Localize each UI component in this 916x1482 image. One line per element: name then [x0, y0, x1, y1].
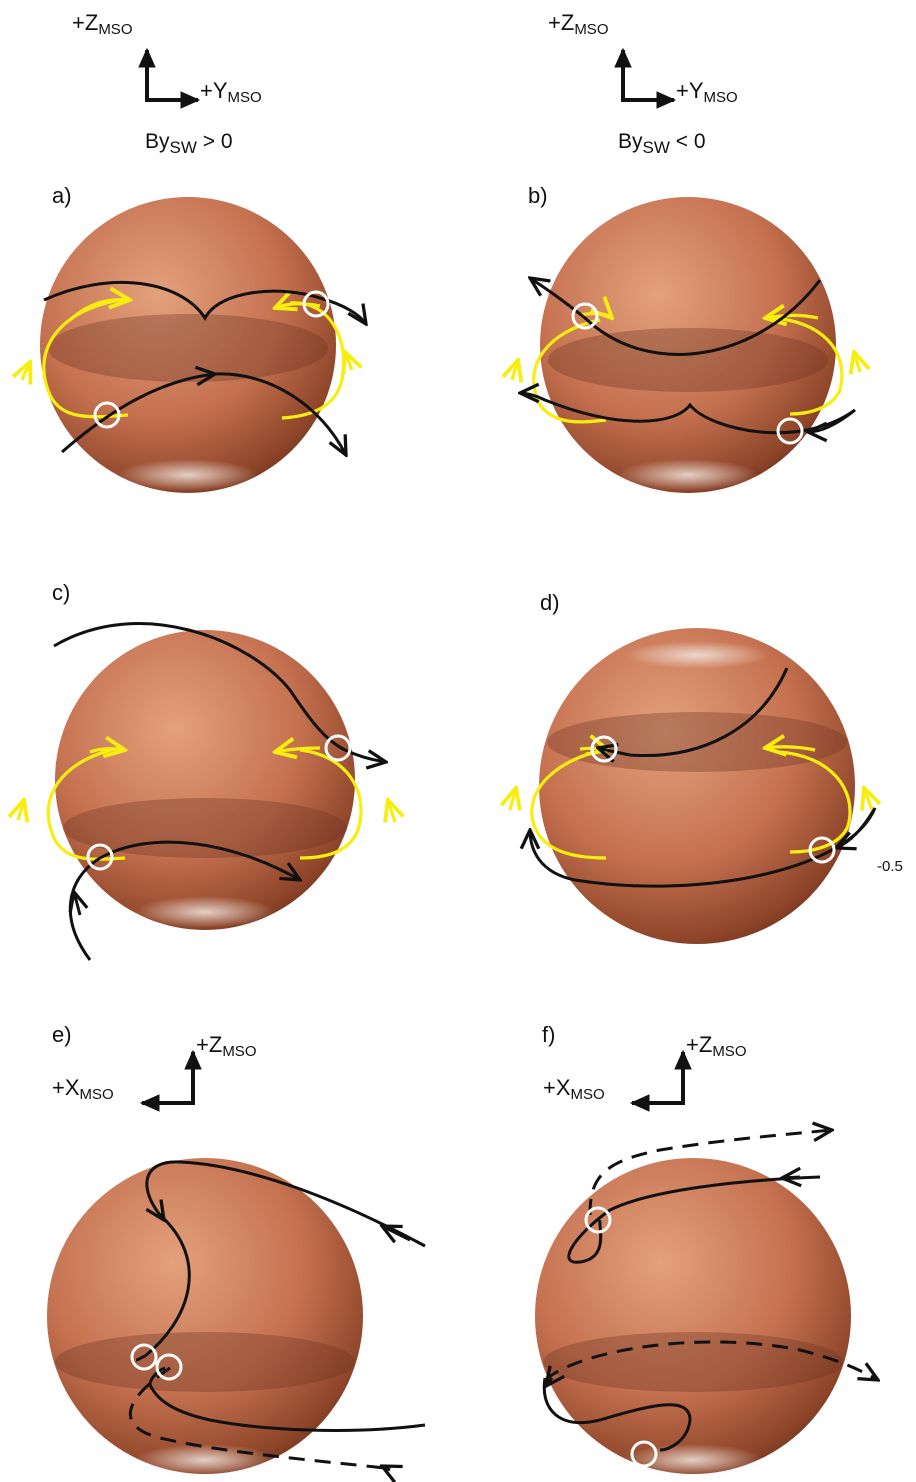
panel-label-c: c) — [52, 580, 70, 606]
axis-triad-top-left — [145, 50, 198, 100]
panel-label-d: d) — [540, 590, 560, 616]
axis-triad-e — [142, 1052, 195, 1103]
z-axis-label-top-left: +ZMSO — [72, 10, 132, 38]
y-axis-label-top-left: +YMSO — [200, 78, 262, 106]
x-axis-label-f: +XMSO — [543, 1075, 605, 1103]
axis-triad-top-right — [621, 50, 674, 100]
x-axis-label-e: +XMSO — [52, 1075, 114, 1103]
planet-a — [40, 197, 336, 493]
planet-f — [535, 1158, 851, 1476]
planet-c — [55, 630, 355, 930]
axis-triad-f — [632, 1052, 685, 1103]
y-axis-label-top-right: +YMSO — [676, 78, 738, 106]
condition-left: BySW > 0 — [145, 130, 233, 158]
panel-label-a: a) — [52, 183, 72, 209]
condition-right: BySW < 0 — [618, 130, 706, 158]
planet-b — [540, 197, 836, 493]
panel-label-b: b) — [528, 183, 548, 209]
annotation-value: -0.5 — [877, 858, 903, 875]
z-axis-label-top-right: +ZMSO — [548, 10, 608, 38]
panel-label-e: e) — [52, 1022, 72, 1048]
z-axis-label-e: +ZMSO — [196, 1032, 256, 1060]
planet-e — [47, 1158, 363, 1476]
panel-label-f: f) — [542, 1022, 555, 1048]
planet-d — [539, 628, 855, 944]
z-axis-label-f: +ZMSO — [686, 1032, 746, 1060]
